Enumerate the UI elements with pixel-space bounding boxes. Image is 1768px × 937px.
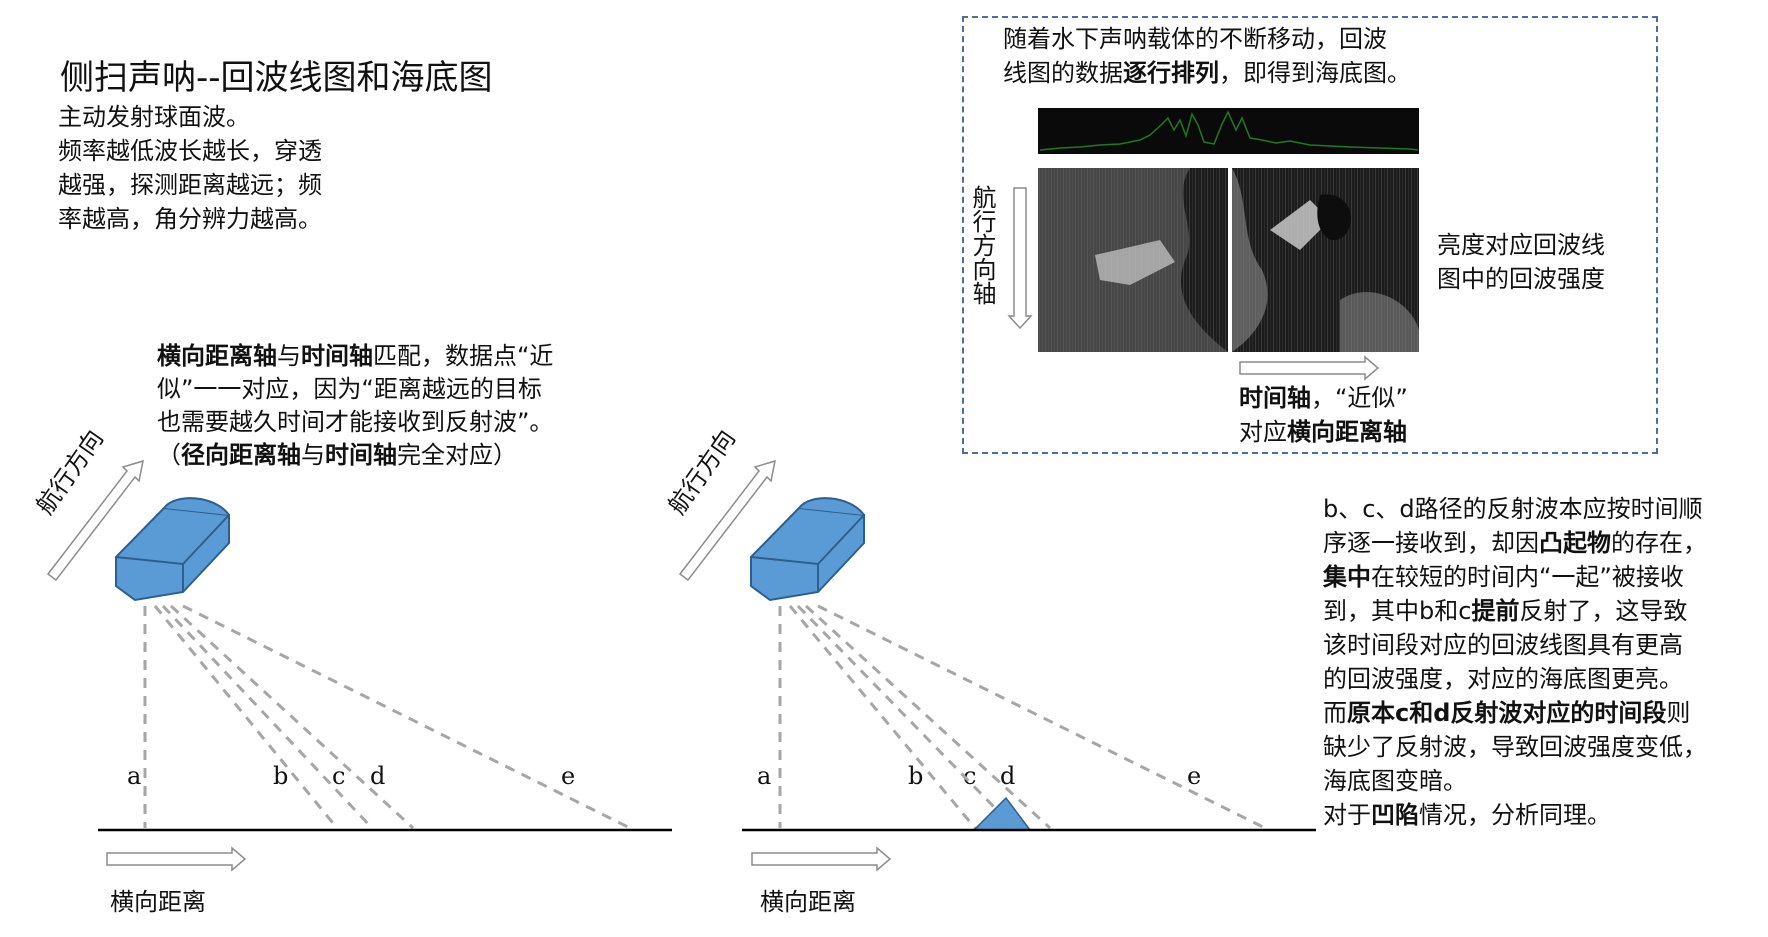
text-run: ，“近似” [1311,384,1408,412]
right-line: 缺少了反射波，导致回波强度变低， [1323,733,1707,761]
right-line: 集中在较短的时间内“一起”被接收 [1323,560,1768,594]
nav-direction-axis-label: 航行方向轴 [968,185,996,305]
nav-direction-arrow-icon [678,459,776,582]
bold-term: 凸起物 [1539,529,1611,557]
right-line: 的回波强度，对应的海底图更亮。 [1323,665,1683,693]
lateral-distance-label-right: 横向距离 [760,888,856,916]
mid-line-4: （径向距离轴与时间轴完全对应） [157,439,677,472]
right-line: 该时间段对应的回波线图具有更高 [1323,631,1683,659]
intro-line: 越强，探测距离越远；频 [58,171,322,199]
text-run: 序逐一接收到，却因 [1323,529,1539,557]
text-run: 而 [1323,699,1347,727]
ray-label-c: c [963,762,977,790]
sonar-image-panel [962,16,1658,454]
text-run: （ [157,441,181,469]
mid-line-3: 也需要越久时间才能接收到反射波”。 [157,408,554,436]
bold-term: 径向距离轴 [181,441,301,469]
bold-term: 逐行排列 [1123,59,1219,87]
right-line: 而原本c和d反射波对应的时间段则 [1323,696,1768,730]
text-run: 在较短的时间内“一起”被接收 [1371,563,1684,591]
page-title: 侧扫声呐--回波线图和海底图 [60,58,493,98]
right-line: 到，其中b和c提前反射了，这导致 [1323,594,1768,628]
bold-term: 时间轴 [325,441,397,469]
text-run: 到，其中b和c [1323,597,1472,625]
text-run: 匹配，数据点“近 [373,342,554,370]
text-run: 完全对应） [397,441,517,469]
right-line: 序逐一接收到，却因凸起物的存在， [1323,526,1768,560]
lateral-distance-arrow-icon [106,846,247,872]
right-line: b、c、d路径的反射波本应按时间顺 [1323,495,1703,523]
bold-term: 原本c和d反射波对应的时间段 [1347,699,1667,727]
mid-line-2: 似”一一对应，因为“距离越远的目标 [157,375,542,403]
bump-analysis-text: b、c、d路径的反射波本应按时间顺 序逐一接收到，却因凸起物的存在， 集中在较短… [1323,492,1768,832]
ray-label-b: b [908,762,924,790]
ray-label-e: e [561,762,576,790]
ray-label-c: c [332,762,346,790]
bold-term: 横向距离轴 [1287,418,1407,446]
brightness-note: 亮度对应回波线 图中的回波强度 [1437,228,1657,296]
text-run: 线图的数据 [1003,59,1123,87]
nav-direction-arrow-icon [46,459,144,582]
right-line: 海底图变暗。 [1323,767,1467,795]
ray-label-a: a [757,762,772,790]
lateral-distance-arrow-icon [751,846,892,872]
text-run: 对于 [1323,801,1371,829]
right-arrow-icon [1239,355,1380,381]
intro-line: 主动发射球面波。 [58,103,250,131]
ray-label-e: e [1187,762,1202,790]
text-run: 对应 [1239,418,1287,446]
sonar-body-icon [115,506,230,602]
ray-label-a: a [127,762,142,790]
text-run: 反射了，这导致 [1519,597,1688,625]
bold-term: 提前 [1471,597,1520,625]
text-run: 则 [1666,699,1691,727]
panel-caption: 随着水下声呐载体的不断移动，回波 线图的数据逐行排列，即得到海底图。 [1003,22,1523,90]
echo-line-strip [1038,108,1419,154]
text-run: ，即得到海底图。 [1219,59,1411,87]
text-run: 与 [301,441,325,469]
bold-term: 时间轴 [301,342,373,370]
ray-label-b: b [273,762,289,790]
lateral-distance-label-left: 横向距离 [110,888,206,916]
ray-label-d: d [370,762,386,790]
sonar-body-icon [750,506,865,602]
bold-term: 时间轴 [1239,384,1311,412]
text-run: 与 [277,342,301,370]
bold-term: 集中 [1323,563,1371,591]
intro-line: 频率越低波长越长，穿透 [58,137,322,165]
axis-match-text: 横向距离轴与时间轴匹配，数据点“近 似”一一对应，因为“距离越远的目标 也需要越… [157,340,677,472]
panel-caption-line-2: 线图的数据逐行排列，即得到海底图。 [1003,56,1523,90]
panel-caption-line-1: 随着水下声呐载体的不断移动，回波 [1003,25,1387,53]
bold-term: 凹陷 [1371,801,1419,829]
brightness-note-line: 图中的回波强度 [1437,265,1605,293]
text-run: 的存在， [1611,529,1707,557]
seafloor-image [1038,168,1419,352]
ray-label-d: d [1000,762,1016,790]
mid-line-1: 横向距离轴与时间轴匹配，数据点“近 [157,340,677,373]
time-axis-note: 时间轴，“近似” 对应横向距离轴 [1239,381,1539,449]
bold-term: 横向距离轴 [157,342,277,370]
right-diagram [678,459,1316,872]
down-arrow-icon [1007,187,1033,330]
time-axis-line-1: 时间轴，“近似” [1239,381,1539,415]
brightness-note-line: 亮度对应回波线 [1437,231,1605,259]
text-run: 情况，分析同理。 [1419,801,1611,829]
right-line: 对于凹陷情况，分析同理。 [1323,798,1768,832]
time-axis-line-2: 对应横向距离轴 [1239,415,1539,449]
left-diagram [46,459,672,872]
intro-text: 主动发射球面波。 频率越低波长越长，穿透 越强，探测距离越远；频 率越高，角分辨… [58,100,418,236]
intro-line: 率越高，角分辨力越高。 [58,205,322,233]
